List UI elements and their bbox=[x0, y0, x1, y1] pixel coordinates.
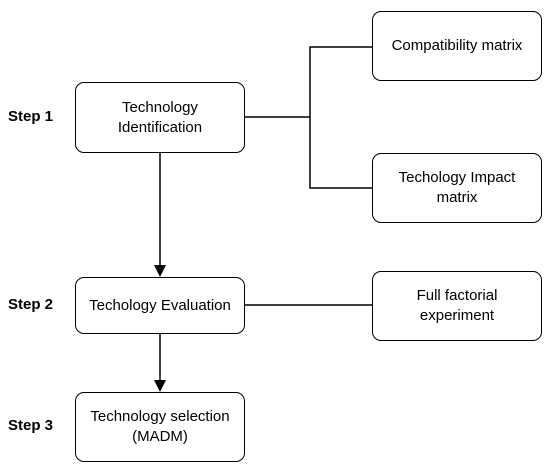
step-3-label: Step 3 bbox=[8, 417, 54, 434]
step-2-label: Step 2 bbox=[8, 296, 54, 313]
full-factorial-experiment-box: Full factorial experiment bbox=[372, 271, 542, 341]
technology-evaluation-box: Techology Evaluation bbox=[75, 277, 245, 334]
technology-identification-line-1: Technology bbox=[122, 98, 198, 116]
compatibility-matrix-label: Compatibility matrix bbox=[391, 37, 523, 54]
bracket-identification-to-matrices bbox=[309, 46, 372, 189]
technology-selection-box: Technology selection (MADM) bbox=[75, 392, 245, 462]
technology-identification-box: Technology Identification bbox=[75, 82, 245, 153]
impact-matrix-line-2: matrix bbox=[436, 189, 478, 206]
compatibility-matrix-box: Compatibility matrix bbox=[372, 11, 542, 81]
impact-matrix-box: Techology Impact matrix bbox=[372, 153, 542, 223]
technology-selection-line-2: (MADM) bbox=[132, 428, 188, 445]
impact-matrix-line-1: Techology Impact bbox=[398, 169, 516, 186]
full-factorial-line-2: experiment bbox=[419, 307, 495, 324]
step-1-label: Step 1 bbox=[8, 108, 54, 125]
technology-evaluation-label: Techology Evaluation bbox=[89, 296, 231, 314]
technology-selection-line-1: Technology selection bbox=[90, 408, 230, 425]
full-factorial-line-1: Full factorial bbox=[416, 287, 498, 304]
technology-identification-line-2: Identification bbox=[117, 118, 203, 136]
